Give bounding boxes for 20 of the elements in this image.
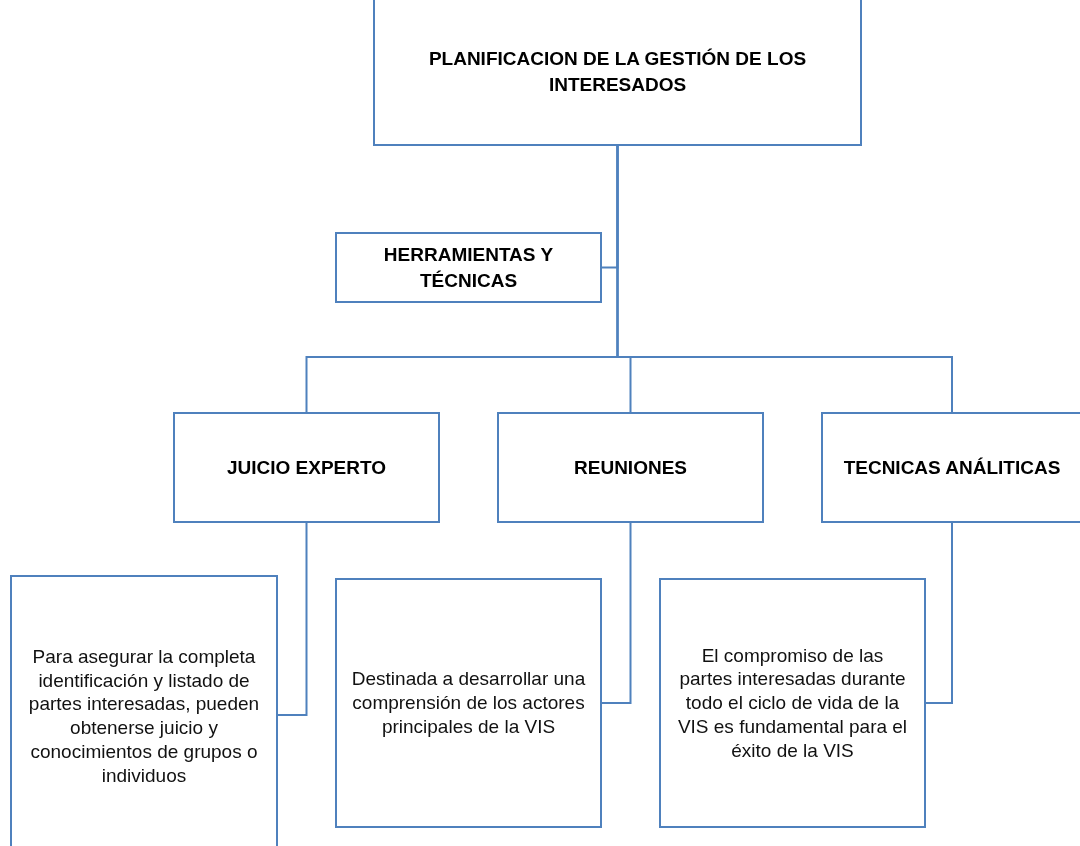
connector-line [616, 145, 953, 413]
box-title: JUICIO EXPERTO [226, 455, 387, 480]
connector-line [925, 522, 953, 704]
box-text: El compromiso de las partes interesadas durante todo el ciclo de vida de la VIS es fundamental para el éxito de la VIS [676, 643, 909, 763]
heading-box [173, 412, 440, 523]
box-title: REUNIONES [574, 455, 687, 480]
heading-box [335, 232, 602, 303]
box-title: HERRAMIENTAS Y TÉCNICAS [382, 242, 555, 293]
box-title: PLANIFICACION DE LA GESTIÓN DE LOS INTERESADOS [427, 47, 808, 97]
description-box [659, 578, 926, 828]
description-box [10, 575, 278, 846]
heading-box [497, 412, 764, 523]
connector-line [277, 522, 308, 716]
box-title: TECNICAS ANÁLITICAS [843, 455, 1061, 480]
box-text: Destinada a desarrollar una comprensión de los actores principales de la VIS [350, 667, 587, 739]
description-box [335, 578, 602, 828]
connector-line [601, 522, 632, 704]
heading-box [821, 412, 1080, 523]
box-text: Para asegurar la completa identificación y listado de partes interesadas, pueden obtenerse juicio y conocimientos de grupos o individuos [27, 644, 261, 788]
heading-box [373, 0, 862, 146]
